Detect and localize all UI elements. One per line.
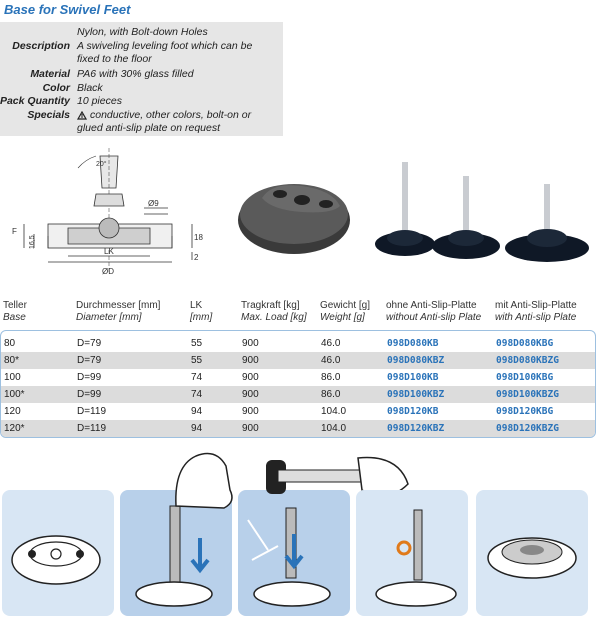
h3-label: 2 xyxy=(194,253,199,262)
spec-value: PA6 with 30% glass filled xyxy=(77,68,194,80)
assembled-foot-illustration xyxy=(375,509,457,607)
column-header: Gewicht [g]Weight [g] xyxy=(320,300,371,323)
hole-label: Ø9 xyxy=(148,199,159,208)
article-number-link[interactable]: 098D120KB xyxy=(387,406,439,417)
spec-value: conductive, other colors, bolt-on or glu… xyxy=(77,109,252,134)
page-title: Base for Swivel Feet xyxy=(4,2,131,17)
technical-drawing: 20° Ø9 F 16,5 18 2 LK ØD xyxy=(12,148,203,276)
article-number-link[interactable]: 098D100KBZ xyxy=(387,389,445,400)
article-number-link[interactable]: 098D080KBZG xyxy=(496,355,559,366)
table-row: 80 D=79 55 900 46.0 098D080KB 098D080KBG xyxy=(1,335,595,352)
hand-illustration xyxy=(175,452,233,509)
spec-box: Nylon, with Bolt-down Holes Description … xyxy=(0,22,283,136)
table-row: 100 D=99 74 900 86.0 098D100KB 098D100KB… xyxy=(1,369,595,386)
conductive-symbol-icon xyxy=(77,111,87,120)
spec-key: Description xyxy=(12,40,70,52)
spec-value: 10 pieces xyxy=(77,95,122,107)
spec-key: Material xyxy=(30,68,70,80)
lk-label: LK xyxy=(104,247,114,256)
step-panel xyxy=(356,490,468,616)
article-number-link[interactable]: 098D120KBG xyxy=(496,406,554,417)
article-number-link[interactable]: 098D080KBZ xyxy=(387,355,445,366)
base-photo xyxy=(238,184,350,254)
step-panel xyxy=(476,490,588,616)
table-row: 120 D=119 94 900 104.0 098D120KB 098D120… xyxy=(1,403,595,420)
product-table: 80 D=79 55 900 46.0 098D080KB 098D080KBG… xyxy=(0,330,596,438)
spec-key: Specials xyxy=(27,109,70,121)
spec-value: Black xyxy=(77,82,103,94)
column-header: Tragkraft [kg]Max. Load [kg] xyxy=(241,300,307,323)
h2-label: 18 xyxy=(194,233,203,242)
article-number-link[interactable]: 098D080KB xyxy=(387,338,439,349)
swivel-feet-photo xyxy=(375,162,589,262)
spec-key: Color xyxy=(42,82,70,94)
spec-value: Nylon, with Bolt-down Holes xyxy=(77,26,208,38)
angle-label: 20° xyxy=(96,160,107,168)
d-label: ØD xyxy=(102,267,114,276)
column-header: Durchmesser [mm]Diameter [mm] xyxy=(76,300,161,323)
table-row: 120* D=119 94 900 104.0 098D120KBZ 098D1… xyxy=(1,420,595,437)
hammer-step-illustration xyxy=(247,507,331,607)
step-panel xyxy=(238,490,350,616)
anti-slip-plate-illustration xyxy=(487,537,577,579)
table-row: 100* D=99 74 900 86.0 098D100KBZ 098D100… xyxy=(1,386,595,403)
article-number-link[interactable]: 098D120KBZ xyxy=(387,423,445,434)
base-plate-illustration xyxy=(11,535,101,585)
column-header: LK[mm] xyxy=(190,300,213,323)
spec-key: Pack Quantity xyxy=(0,95,70,107)
article-number-link[interactable]: 098D120KBZG xyxy=(496,423,559,434)
table-row: 80* D=79 55 900 46.0 098D080KBZ 098D080K… xyxy=(1,352,595,369)
insert-foot-illustration xyxy=(135,505,213,607)
hammer-icon xyxy=(266,456,409,497)
assembly-steps xyxy=(0,446,600,624)
article-number-link[interactable]: 098D100KB xyxy=(387,372,439,383)
article-number-link[interactable]: 098D100KBZG xyxy=(496,389,559,400)
step-panel xyxy=(2,490,114,616)
spec-value: A swiveling leveling foot which can be f… xyxy=(77,40,253,65)
h1-label: 16,5 xyxy=(29,235,36,249)
article-number-link[interactable]: 098D100KBG xyxy=(496,372,554,383)
article-number-link[interactable]: 098D080KBG xyxy=(496,338,554,349)
f-label: F xyxy=(12,227,17,236)
step-panel xyxy=(120,490,232,616)
